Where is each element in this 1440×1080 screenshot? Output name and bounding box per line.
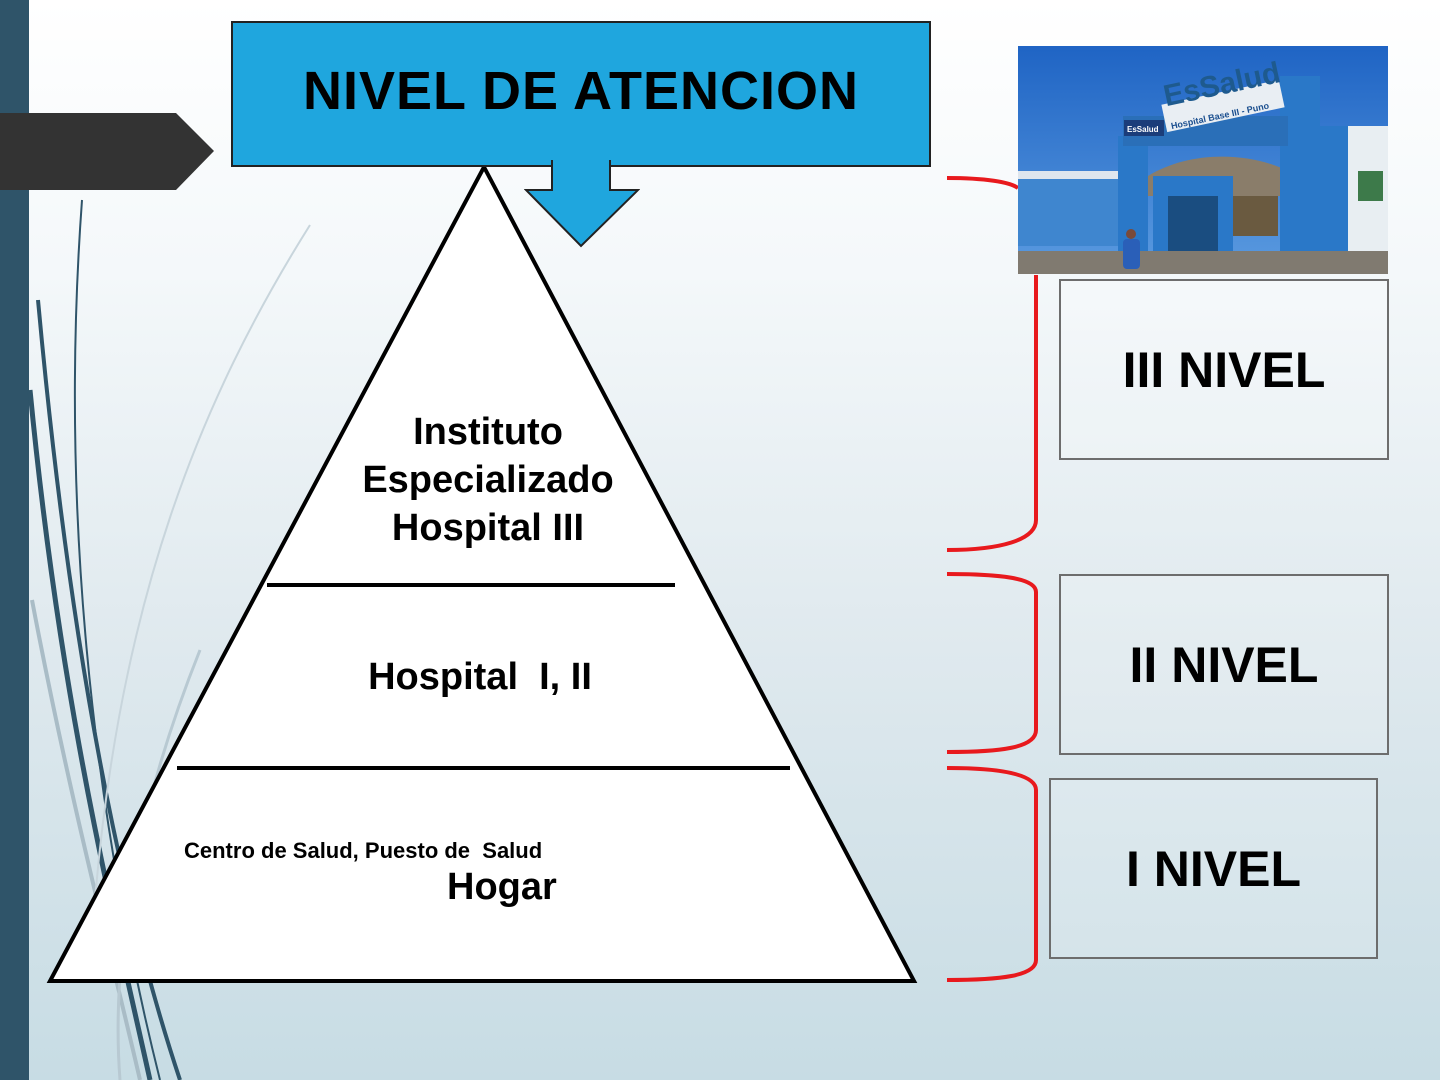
logo-text: EsSalud [1127, 125, 1159, 134]
page-title: NIVEL DE ATENCION [302, 61, 860, 121]
title-box: NIVEL DE ATENCION [231, 21, 931, 167]
pyramid-bottom-large-label: Hogar [447, 866, 557, 908]
bracket-i [946, 766, 1038, 982]
bracket-ii [946, 572, 1038, 754]
bracket-group [946, 176, 1038, 982]
pyramid-middle-label: Hospital I, II [368, 656, 592, 698]
down-arrow-icon [524, 160, 640, 248]
pyramid-top-line-3: Hospital III [391, 507, 585, 549]
pyramid-top-line-1: Instituto [413, 411, 563, 453]
level-box-iii: III NIVEL [1059, 279, 1389, 460]
chevron-arrow-icon [0, 113, 214, 190]
level-box-i: I NIVEL [1049, 778, 1378, 959]
bracket-iii [946, 275, 1038, 552]
level-label-i: I NIVEL [1125, 840, 1302, 897]
pyramid-top-label: Instituto Especializado Hospital III [330, 408, 646, 552]
bracket-iii-top [946, 176, 1020, 190]
level-label-iii: III NIVEL [1122, 341, 1326, 398]
hospital-photo: Hospital Base III - Puno EsSalud EsSalud [1018, 46, 1388, 274]
pyramid-top-line-2: Especializado [362, 459, 614, 501]
level-box-ii: II NIVEL [1059, 574, 1389, 755]
decorative-curves [27, 199, 311, 1080]
pyramid-bottom-small-label: Centro de Salud, Puesto de Salud [184, 838, 543, 863]
hospital-photo-illustration: Hospital Base III - Puno EsSalud EsSalud [1018, 46, 1388, 274]
level-label-ii: II NIVEL [1129, 636, 1319, 693]
pyramid [46, 162, 918, 983]
